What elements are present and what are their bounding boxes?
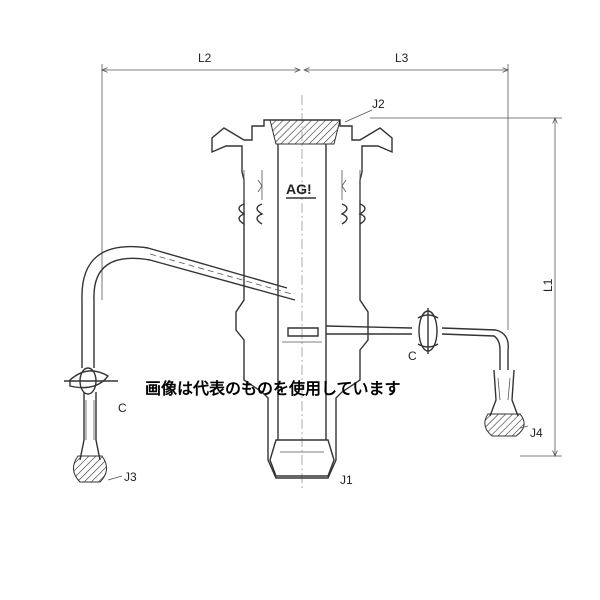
left-arm: C [64,246,296,483]
right-stopcock: C [408,308,439,363]
main-body [211,119,393,479]
joint-j1-label: J1 [340,473,353,487]
j2-ground-joint [269,119,341,145]
dimension-l3-label: L3 [395,51,409,65]
right-stopcock-label: C [408,349,417,363]
joint-j4-label: J4 [530,426,543,440]
left-stopcock-label: C [118,401,127,415]
seal-rings-left [238,170,264,225]
j3-ground-joint [73,455,107,483]
left-stopcock: C [64,367,127,415]
joint-j2-label: J2 [372,97,385,111]
right-arm: C [325,308,529,437]
joint-j3-label: J3 [124,470,137,484]
svg-text:AG!: AG! [286,181,312,197]
internal-valve [287,327,319,337]
dimension-l2-label: L2 [198,51,212,65]
dimension-l1-label: L1 [541,278,555,292]
brand-logo: AG! [286,181,316,199]
j4-ground-joint [484,413,525,437]
seal-rings-right [340,170,366,225]
representative-image-notice: 画像は代表のものを使用しています [145,379,401,398]
dimension-lines [102,64,562,456]
